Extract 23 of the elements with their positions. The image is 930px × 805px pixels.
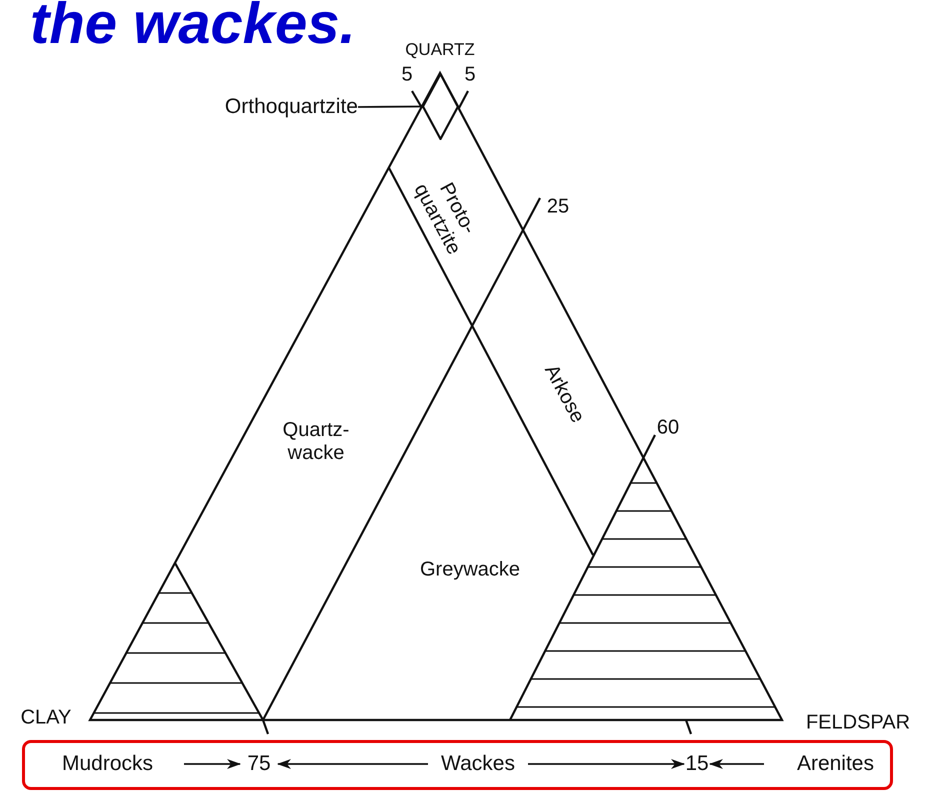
diagram-label: Quartz- wacke (282, 419, 350, 465)
diagram-label: QUARTZ (405, 40, 475, 60)
orthoquartzite-field (422, 73, 459, 140)
arrow (709, 759, 764, 769)
arrow (184, 759, 241, 769)
diagram-label: 5 (401, 64, 413, 86)
diagram-label: Greywacke (420, 558, 520, 582)
diagram-label: 60 (656, 416, 680, 440)
rock-class: Mudrocks (62, 748, 184, 780)
leader-line (358, 106, 422, 108)
rock-class: 15 (684, 748, 710, 780)
arrow (528, 759, 685, 769)
diagram-label: 25 (546, 196, 570, 218)
field-name: Orthoquartzite (172, 92, 358, 122)
rock-class: 75 (240, 748, 278, 780)
highlight-frame (22, 740, 893, 790)
rock-class: Wackes (428, 748, 528, 780)
arrow (277, 759, 428, 769)
diagram-label: CLAY (20, 706, 72, 730)
diagram-label: 5 (464, 64, 476, 86)
slide-title: the wackes. (30, 0, 356, 56)
rock-class: Arenites (764, 748, 874, 780)
diagram-label: FELDSPAR (806, 712, 910, 734)
